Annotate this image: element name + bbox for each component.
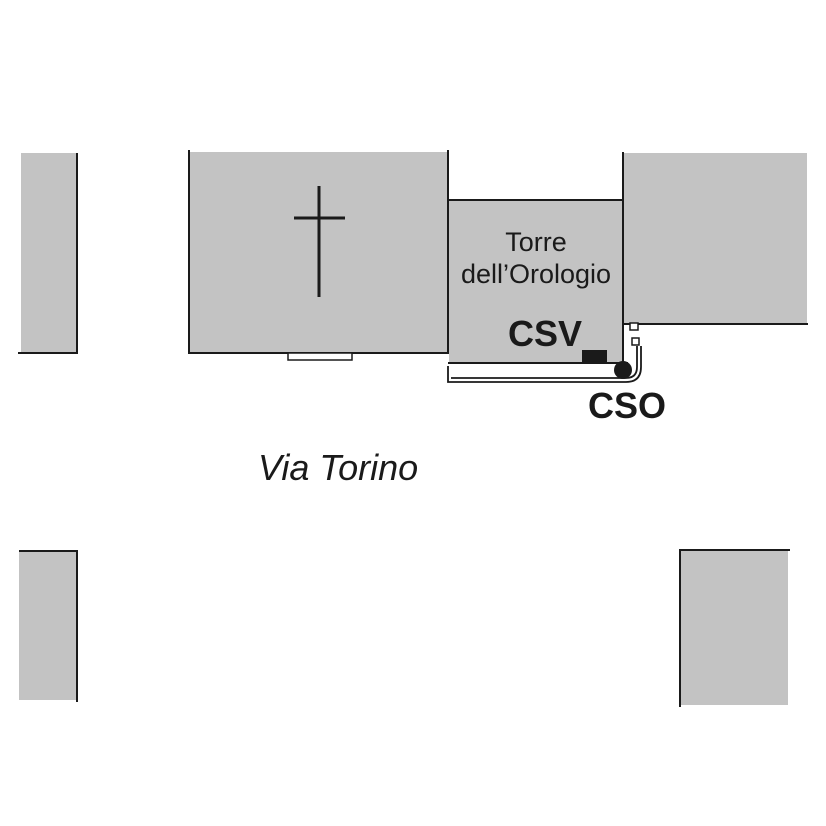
tower-name-line1: Torre: [505, 227, 567, 257]
building-bottom-right: [679, 549, 790, 707]
conduit-connector-upper: [629, 322, 639, 331]
cso-sensor-marker: [614, 361, 632, 379]
building-top-right: [622, 152, 808, 363]
building-top-left: [18, 153, 78, 354]
building-clock-tower: [448, 199, 628, 364]
tower-name-line2: dell’Orologio: [460, 259, 612, 289]
building-bottom-left: [19, 550, 78, 702]
conduit-connector-lower: [631, 337, 640, 346]
csv-label: CSV: [508, 313, 583, 354]
latin-cross-icon: [294, 186, 345, 297]
cso-label: CSO: [588, 385, 667, 426]
street-name: Via Torino: [258, 447, 419, 488]
csv-sensor-marker: [582, 350, 607, 362]
church-entrance-step: [287, 352, 353, 361]
